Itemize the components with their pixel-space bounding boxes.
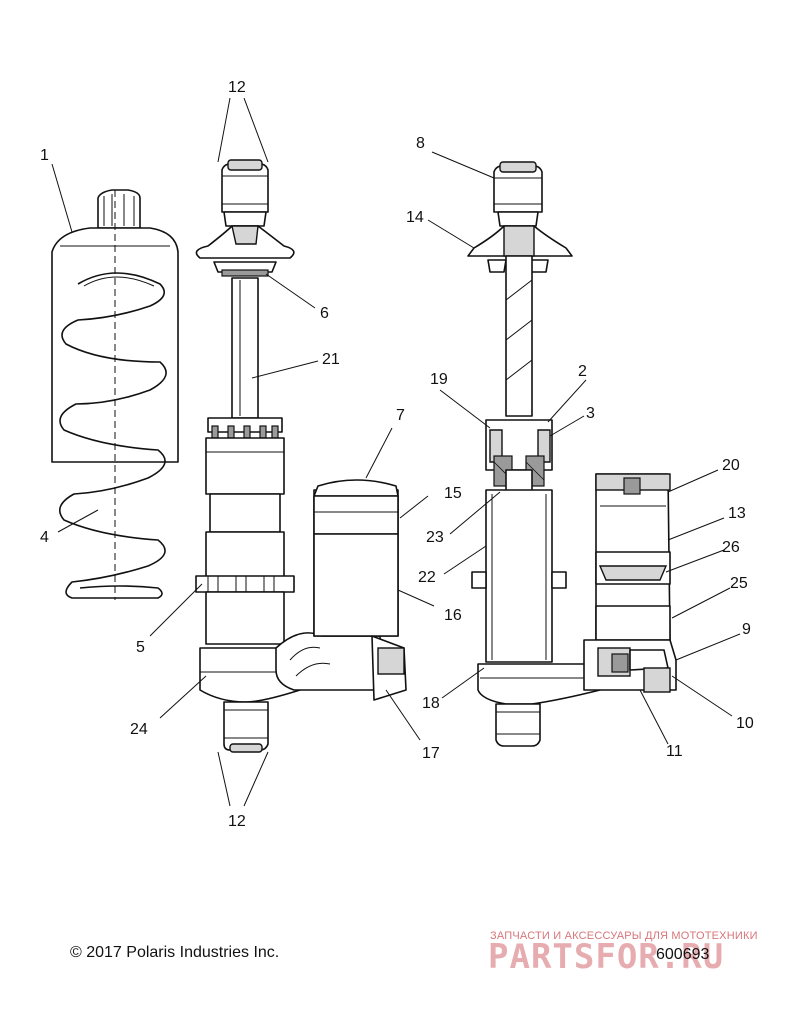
callout-20: 20 [722,457,740,474]
callout-5: 5 [136,639,145,656]
watermark-logo: PARTSFOR.RU [488,937,725,977]
callout-7: 7 [396,407,405,424]
callout-14: 14 [406,209,424,226]
callout-9: 9 [742,621,751,638]
callout-2: 2 [578,363,587,380]
left-reservoir [275,479,407,701]
callout-21: 21 [322,351,340,368]
copyright-notice: © 2017 Polaris Industries Inc. [70,944,280,961]
callout-23: 23 [426,529,444,546]
callout-24: 24 [130,721,148,738]
callout-8: 8 [416,135,425,152]
watermark-tagline: ЗАПЧАСТИ И АКСЕССУАРЫ ДЛЯ МОТОТЕХНИКИ [490,930,758,942]
callout-19: 19 [430,371,448,388]
left-shock-assembly [195,159,301,753]
callout-16: 16 [444,607,462,624]
callout-1: 1 [40,147,49,164]
callout-15: 15 [444,485,462,502]
callout-3: 3 [586,405,595,422]
callout-labels: 1 2 3 4 5 6 7 8 9 10 11 12 12 13 14 15 1… [40,79,754,830]
callout-12-bottom: 12 [228,813,246,830]
right-shock-section [467,161,601,747]
leader-lines [51,97,741,807]
callout-22: 22 [418,569,436,586]
callout-6: 6 [320,305,329,322]
callout-25: 25 [730,575,748,592]
callout-4: 4 [40,529,49,546]
drawing-number: 600693 [656,946,710,963]
callout-17: 17 [422,745,440,762]
callout-10: 10 [736,715,754,732]
cap-teeth [211,425,279,439]
coil-spring [58,190,167,600]
callout-13: 13 [728,505,746,522]
right-reservoir-section [583,473,677,693]
callout-18: 18 [422,695,440,712]
callout-11: 11 [666,743,683,760]
callout-26: 26 [722,539,740,556]
callout-12-top: 12 [228,79,246,96]
